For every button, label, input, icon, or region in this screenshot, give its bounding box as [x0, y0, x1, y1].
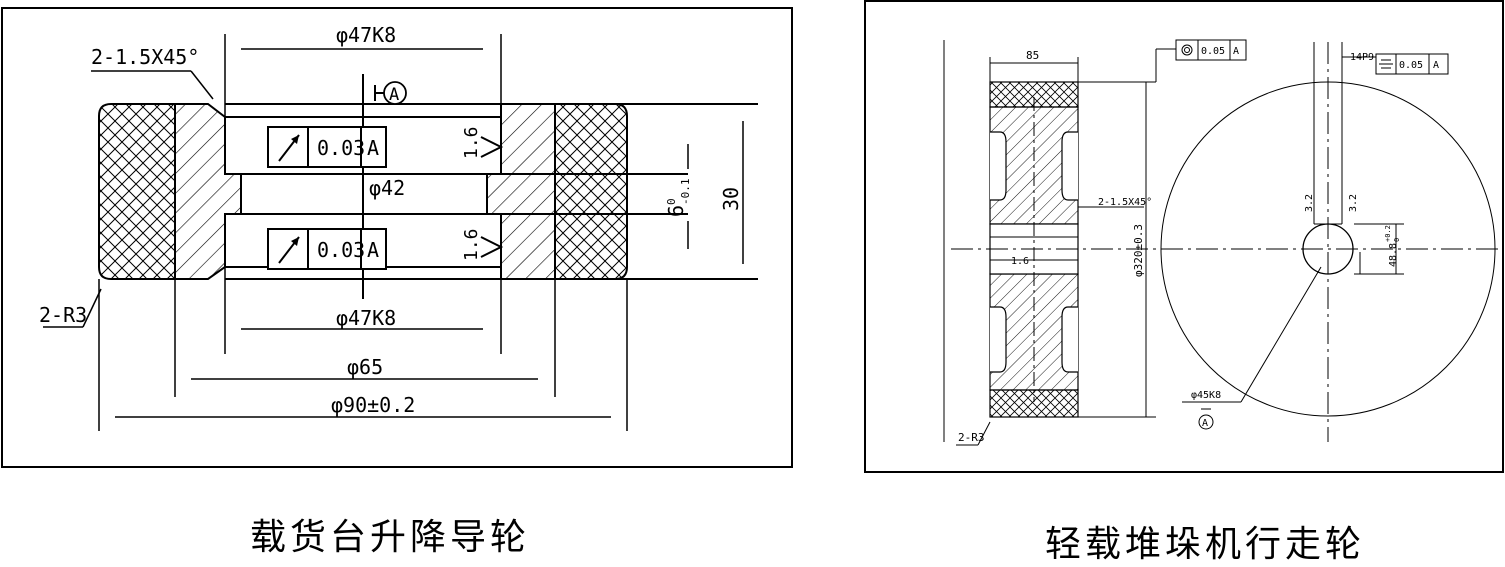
- svg-text:1.6: 1.6: [461, 126, 482, 159]
- dim-d42: φ42: [369, 176, 405, 200]
- runout-frame-top: 0.03 A: [267, 126, 387, 168]
- dim-d90: φ90±0.2: [331, 393, 415, 417]
- roughness-symbol-bottom: 1.6: [461, 228, 504, 261]
- svg-text:0.03: 0.03: [317, 238, 365, 262]
- caption-right: 轻载堆垛机行走轮: [1045, 524, 1366, 565]
- dim-keyway-14p9: 14P9: [1350, 52, 1374, 63]
- svg-text:A: A: [1433, 60, 1439, 71]
- dim-width-30: 30: [719, 187, 743, 211]
- right-dimension-lines: [943, 40, 1404, 446]
- extension-lines: [98, 34, 744, 431]
- right-drawing-panel: 85 φ320±0.3 2-1.5X45° 2-R3 1.6 φ45K8 A 1…: [864, 0, 1504, 473]
- svg-text:A: A: [1233, 46, 1239, 57]
- roughness-bore: 1.6: [1011, 256, 1029, 267]
- bore-circle: [1302, 223, 1354, 275]
- svg-text:0: 0: [1393, 238, 1401, 242]
- svg-text:0.05: 0.05: [1399, 60, 1423, 71]
- caption-left: 载货台升降导轮: [250, 517, 531, 558]
- dim-keyway-depth: 48.8 +0.2 0: [1384, 225, 1401, 267]
- dim-bore-45k8: φ45K8: [1191, 390, 1221, 401]
- svg-text:0.05: 0.05: [1201, 46, 1225, 57]
- roughness-keyway-right: 3.2: [1348, 194, 1359, 212]
- left-drawing-panel: φ47K8 φ47K8 φ42 φ65 φ90±0.2 2-1.5X45° 2-…: [1, 7, 793, 468]
- svg-text:A: A: [367, 238, 379, 262]
- runout-frame-bottom: 0.03 A: [267, 228, 387, 270]
- concentricity-icon: [1181, 44, 1193, 56]
- guide-wheel-drawing: φ47K8 φ47K8 φ42 φ65 φ90±0.2 2-1.5X45° 2-…: [39, 23, 758, 431]
- svg-text:A: A: [367, 136, 379, 160]
- dim-d47k8-top: φ47K8: [336, 23, 396, 47]
- runout-frame-right: 0.05 A: [1175, 39, 1247, 61]
- svg-text:30: 30: [719, 187, 743, 211]
- travel-wheel-drawing: 85 φ320±0.3 2-1.5X45° 2-R3 1.6 φ45K8 A 1…: [943, 39, 1501, 446]
- dim-d47k8-bottom: φ47K8: [336, 306, 396, 330]
- dimension-lines: [43, 48, 611, 418]
- symmetry-frame-right: 0.05 A: [1375, 53, 1449, 75]
- dim-width-85: 85: [1026, 49, 1039, 62]
- svg-text:3.2: 3.2: [1348, 194, 1359, 212]
- svg-text:0: 0: [665, 198, 678, 205]
- dim-chamfer: 2-1.5X45°: [91, 45, 199, 69]
- svg-text:A: A: [1202, 418, 1208, 429]
- svg-text:-0.1: -0.1: [679, 179, 692, 206]
- dim-radius-right: 2-R3: [958, 431, 985, 444]
- svg-text:0.03: 0.03: [317, 136, 365, 160]
- roughness-symbol-top: 1.6: [461, 126, 504, 159]
- dim-d65: φ65: [347, 355, 383, 379]
- roughness-keyway-left: 3.2: [1304, 194, 1315, 212]
- svg-text:+0.2: +0.2: [1384, 225, 1392, 242]
- wheel-outer-circle: [1160, 81, 1496, 417]
- svg-text:A: A: [389, 85, 399, 105]
- symmetry-icon: [1379, 59, 1393, 69]
- svg-text:48.8: 48.8: [1388, 243, 1399, 267]
- svg-text:φ320±0.3: φ320±0.3: [1132, 224, 1145, 277]
- svg-text:3.2: 3.2: [1304, 194, 1315, 212]
- svg-text:1.6: 1.6: [461, 228, 482, 261]
- svg-text:6: 6: [664, 205, 688, 217]
- dim-chamfer-right: 2-1.5X45°: [1098, 197, 1152, 208]
- dim-diameter-320: φ320±0.3: [1132, 224, 1145, 277]
- dim-slot-6: 6 0 -0.1: [664, 179, 692, 218]
- datum-a-right: A: [1198, 408, 1214, 430]
- dim-radius: 2-R3: [39, 303, 87, 327]
- wheel-section-view: [989, 81, 1079, 418]
- datum-a-symbol: A: [374, 81, 407, 105]
